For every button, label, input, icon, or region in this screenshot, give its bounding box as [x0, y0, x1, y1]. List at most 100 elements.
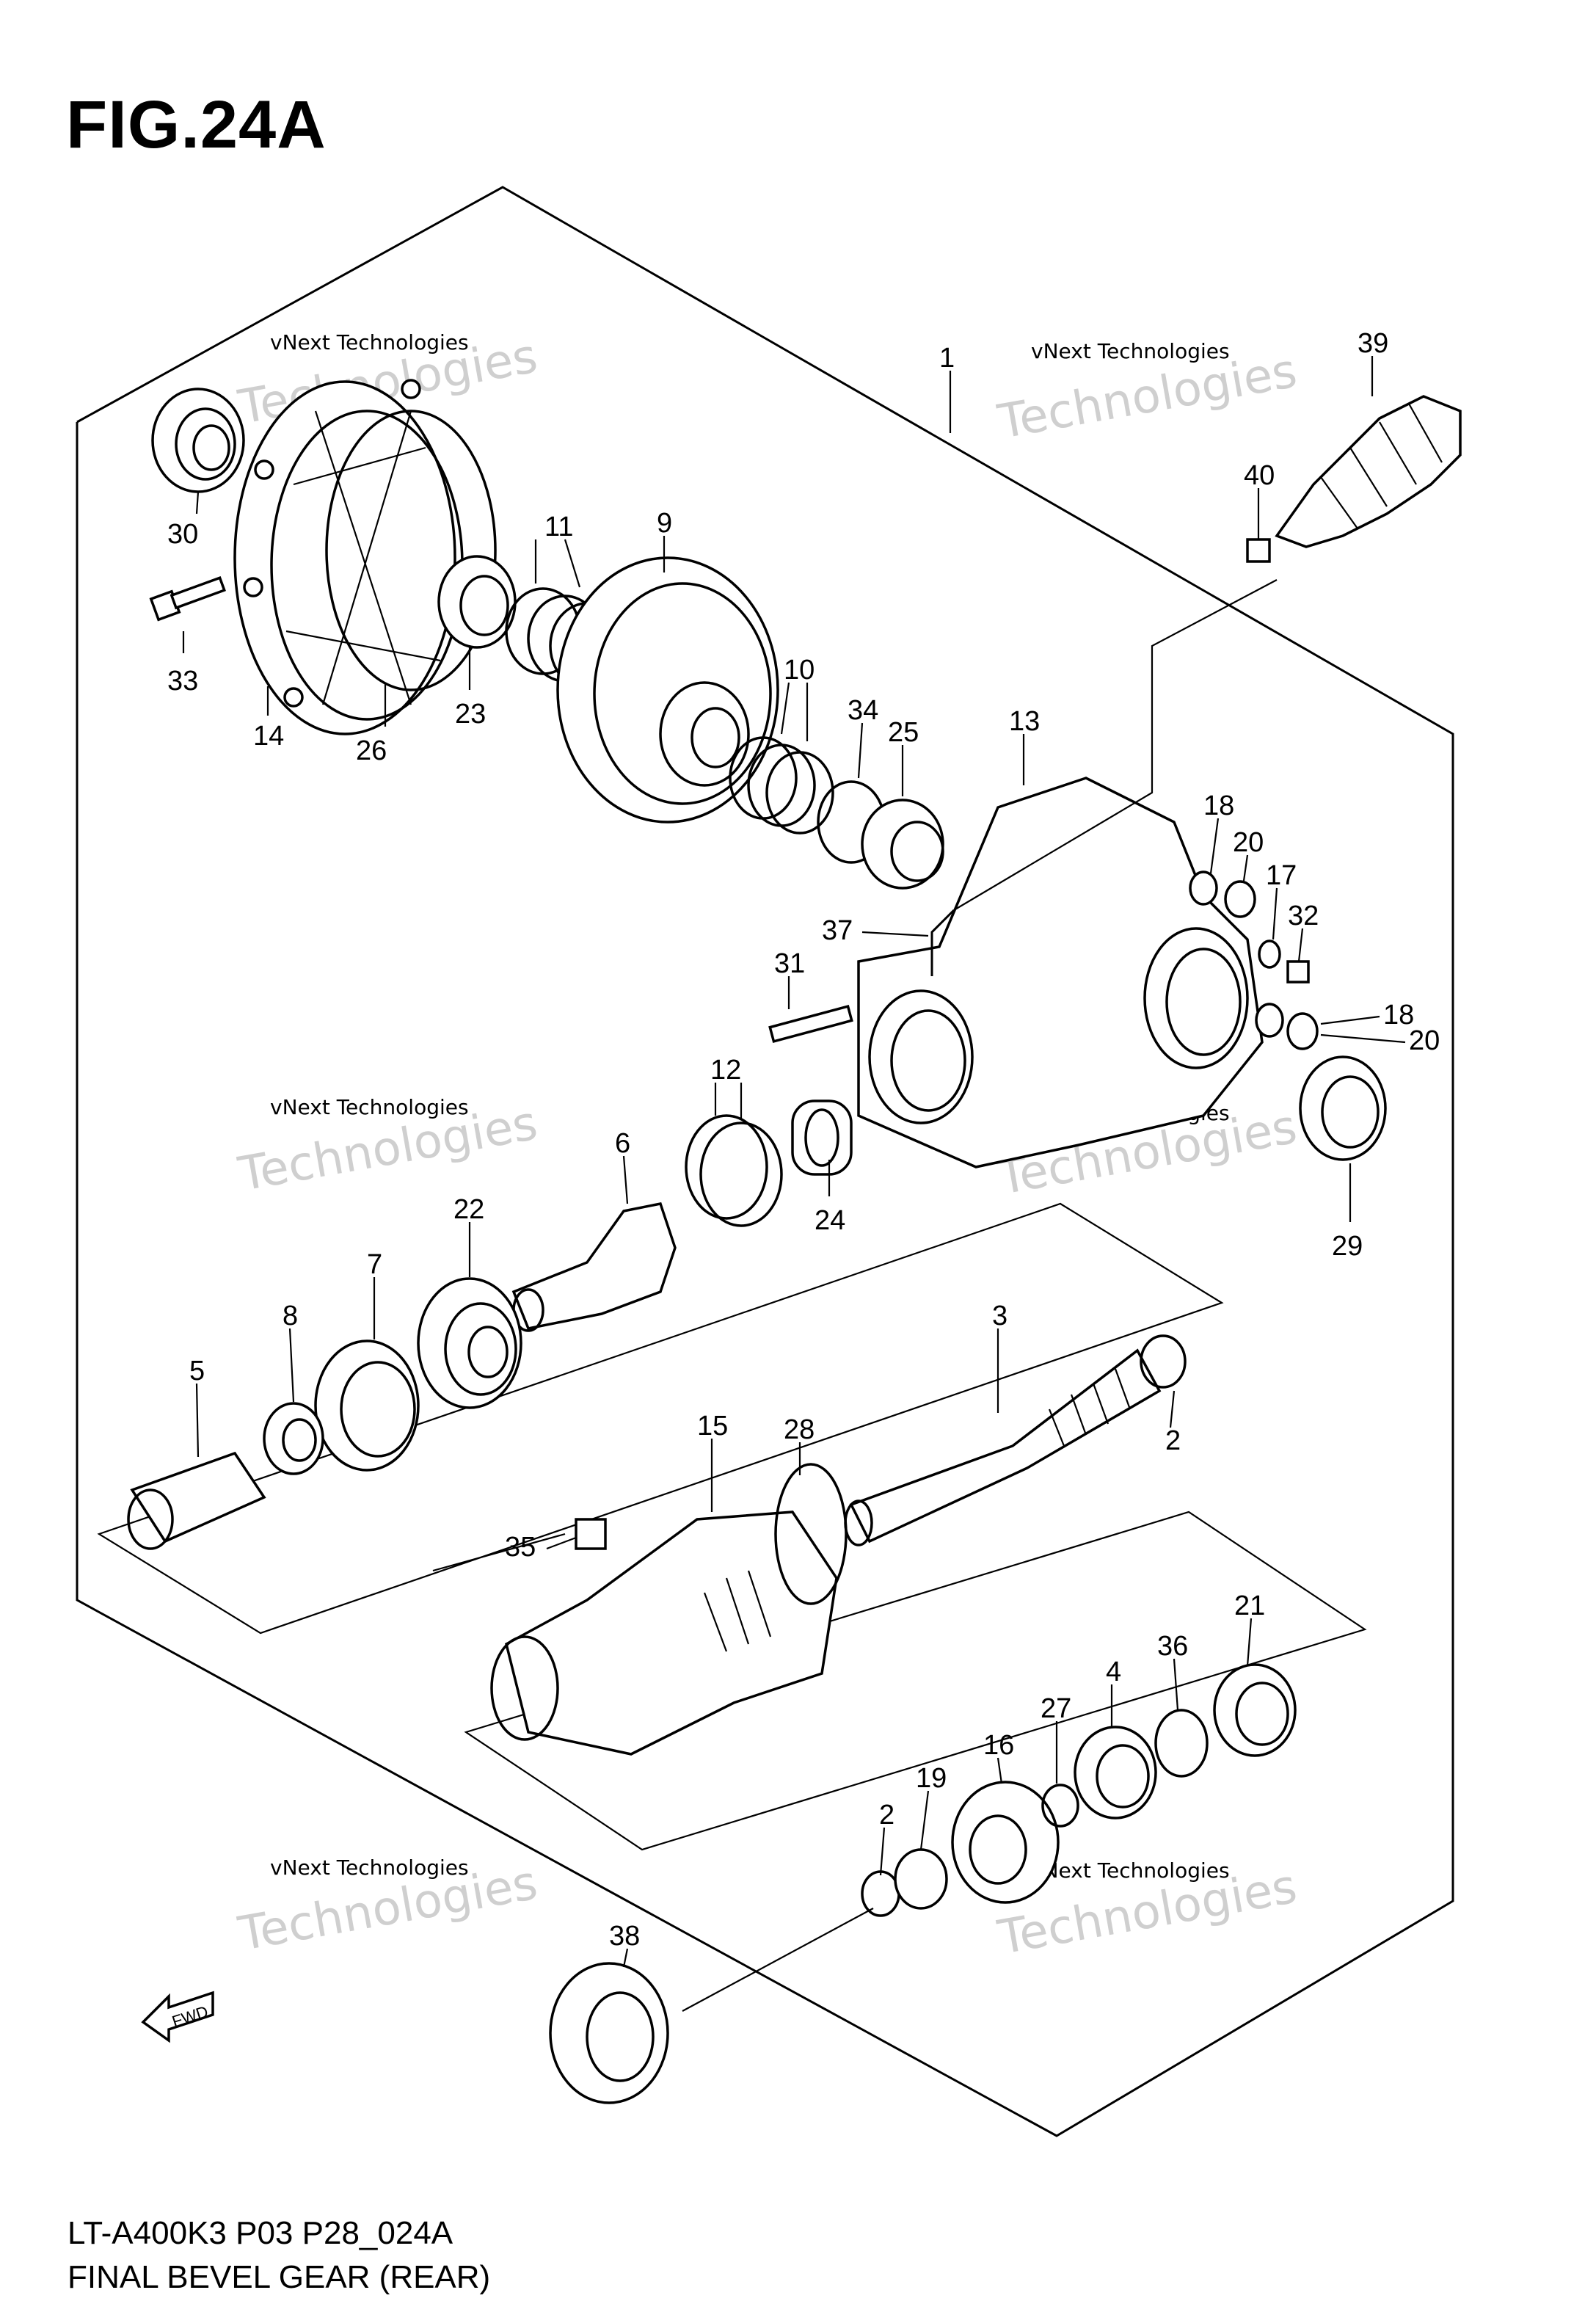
- callout-23: 23: [455, 699, 486, 730]
- callout-27: 27: [1041, 1693, 1071, 1724]
- callout-8: 8: [283, 1301, 298, 1331]
- part-circlip-2-upper: [1140, 1334, 1187, 1389]
- callout-13: 13: [1009, 706, 1040, 737]
- callout-20: 20: [1409, 1025, 1440, 1056]
- part-washer-18-upper: [1189, 870, 1218, 906]
- part-stud-31: [768, 1004, 853, 1044]
- callout-22: 22: [453, 1194, 484, 1225]
- callout-24: 24: [815, 1205, 845, 1236]
- callout-32: 32: [1288, 901, 1319, 931]
- part-washer-18-lower: [1255, 1003, 1284, 1038]
- part-propeller-shaft-3: [844, 1348, 1162, 1546]
- part-bolt-33: [149, 575, 226, 622]
- part-clamp-40: [1246, 538, 1271, 563]
- part-shims-12: [685, 1114, 783, 1227]
- callout-39: 39: [1358, 328, 1388, 359]
- watermark-text: vNext Technologies: [270, 1095, 469, 1119]
- part-shims-10: [729, 736, 834, 835]
- part-o-ring-27: [1041, 1784, 1079, 1828]
- part-bearing-23: [437, 555, 517, 649]
- callout-16: 16: [983, 1730, 1014, 1761]
- callout-30: 30: [167, 519, 198, 550]
- callout-35: 35: [505, 1532, 536, 1563]
- callout-26: 26: [356, 735, 387, 766]
- part-bearing-25: [861, 799, 944, 890]
- part-plug-20-upper: [1224, 880, 1256, 918]
- callout-33: 33: [167, 666, 198, 697]
- callout-38: 38: [609, 1921, 640, 1952]
- footer-name: FINAL BEVEL GEAR (REAR): [68, 2259, 491, 2295]
- callout-28: 28: [784, 1414, 815, 1445]
- callout-1: 1: [939, 343, 955, 374]
- axis-line: [682, 1908, 874, 2012]
- callout-14: 14: [253, 721, 284, 752]
- part-boot-39: [1275, 395, 1462, 548]
- callout-17: 17: [1266, 860, 1297, 891]
- part-plug-20-lower: [1286, 1012, 1319, 1050]
- callout-7: 7: [367, 1249, 382, 1280]
- callout-leaders: [182, 356, 1406, 1968]
- footer-code: LT-A400K3 P03 P28_024A: [68, 2215, 453, 2251]
- callout-25: 25: [888, 717, 919, 748]
- callout-6: 6: [615, 1128, 630, 1159]
- callout-21: 21: [1234, 1591, 1265, 1621]
- callout-20: 20: [1233, 827, 1264, 858]
- axis-line: [432, 1533, 566, 1572]
- callout-2: 2: [1165, 1425, 1181, 1456]
- part-boot-38: [549, 1962, 669, 2104]
- watermark-text: vNext Technologies: [1031, 339, 1230, 363]
- part-bearing-24: [791, 1099, 853, 1176]
- part-spacer-8: [263, 1402, 324, 1475]
- part-spring-seat-16: [951, 1781, 1060, 1904]
- part-sleeve-5: [127, 1451, 266, 1550]
- part-final-gear-case-13: [857, 777, 1264, 1168]
- callout-40: 40: [1244, 460, 1275, 491]
- callout-12: 12: [710, 1055, 741, 1086]
- figure-title: FIG.24A: [66, 87, 327, 162]
- callout-15: 15: [697, 1411, 728, 1442]
- callout-34: 34: [848, 695, 878, 726]
- leader-breather-route: [953, 579, 1278, 911]
- part-gear-case-cover-14: [233, 379, 464, 735]
- watermark-text: vNext Technologies: [270, 330, 469, 355]
- callout-4: 4: [1106, 1657, 1121, 1687]
- part-bearing-7: [314, 1339, 420, 1472]
- callout-36: 36: [1157, 1631, 1188, 1662]
- callout-5: 5: [189, 1356, 205, 1386]
- callout-18: 18: [1383, 1000, 1414, 1030]
- part-oil-seal-21: [1213, 1663, 1297, 1757]
- callout-29: 29: [1332, 1231, 1363, 1262]
- part-bearing-22: [417, 1277, 522, 1409]
- part-washer-17: [1258, 939, 1281, 969]
- callout-19: 19: [916, 1763, 947, 1794]
- callout-9: 9: [657, 508, 672, 539]
- part-shaft-housing-15: [490, 1511, 838, 1756]
- callout-3: 3: [992, 1301, 1007, 1331]
- part-drive-bevel-gear-6: [511, 1202, 677, 1332]
- part-bolt-32: [1286, 960, 1310, 984]
- lower-subframe: [464, 1511, 1367, 1851]
- fwd-arrow-icon: FWD: [141, 1991, 214, 2043]
- callout-31: 31: [774, 948, 805, 979]
- part-driven-bevel-gear-9: [556, 556, 779, 824]
- watermark-text: vNext Technologies: [270, 1855, 469, 1880]
- callout-18: 18: [1203, 790, 1234, 821]
- part-o-ring-28: [774, 1463, 848, 1605]
- callout-11: 11: [544, 512, 573, 542]
- callout-2: 2: [879, 1800, 894, 1831]
- callout-10: 10: [784, 655, 815, 686]
- part-oil-seal-29: [1299, 1055, 1387, 1161]
- part-circlip-2-lower: [861, 1870, 900, 1917]
- callout-37: 37: [822, 915, 853, 946]
- part-nut-35: [575, 1518, 607, 1550]
- watermark-text: vNext Technologies: [1031, 1858, 1230, 1883]
- assembly-frame: [76, 186, 1454, 2137]
- part-breather-hose-37: [930, 909, 955, 976]
- part-bearing-4: [1074, 1726, 1157, 1820]
- part-washer-19: [894, 1848, 948, 1910]
- shaft-subframe: [97, 1202, 1224, 1635]
- part-o-ring-26: [325, 410, 497, 691]
- part-oil-seal-30: [151, 388, 245, 493]
